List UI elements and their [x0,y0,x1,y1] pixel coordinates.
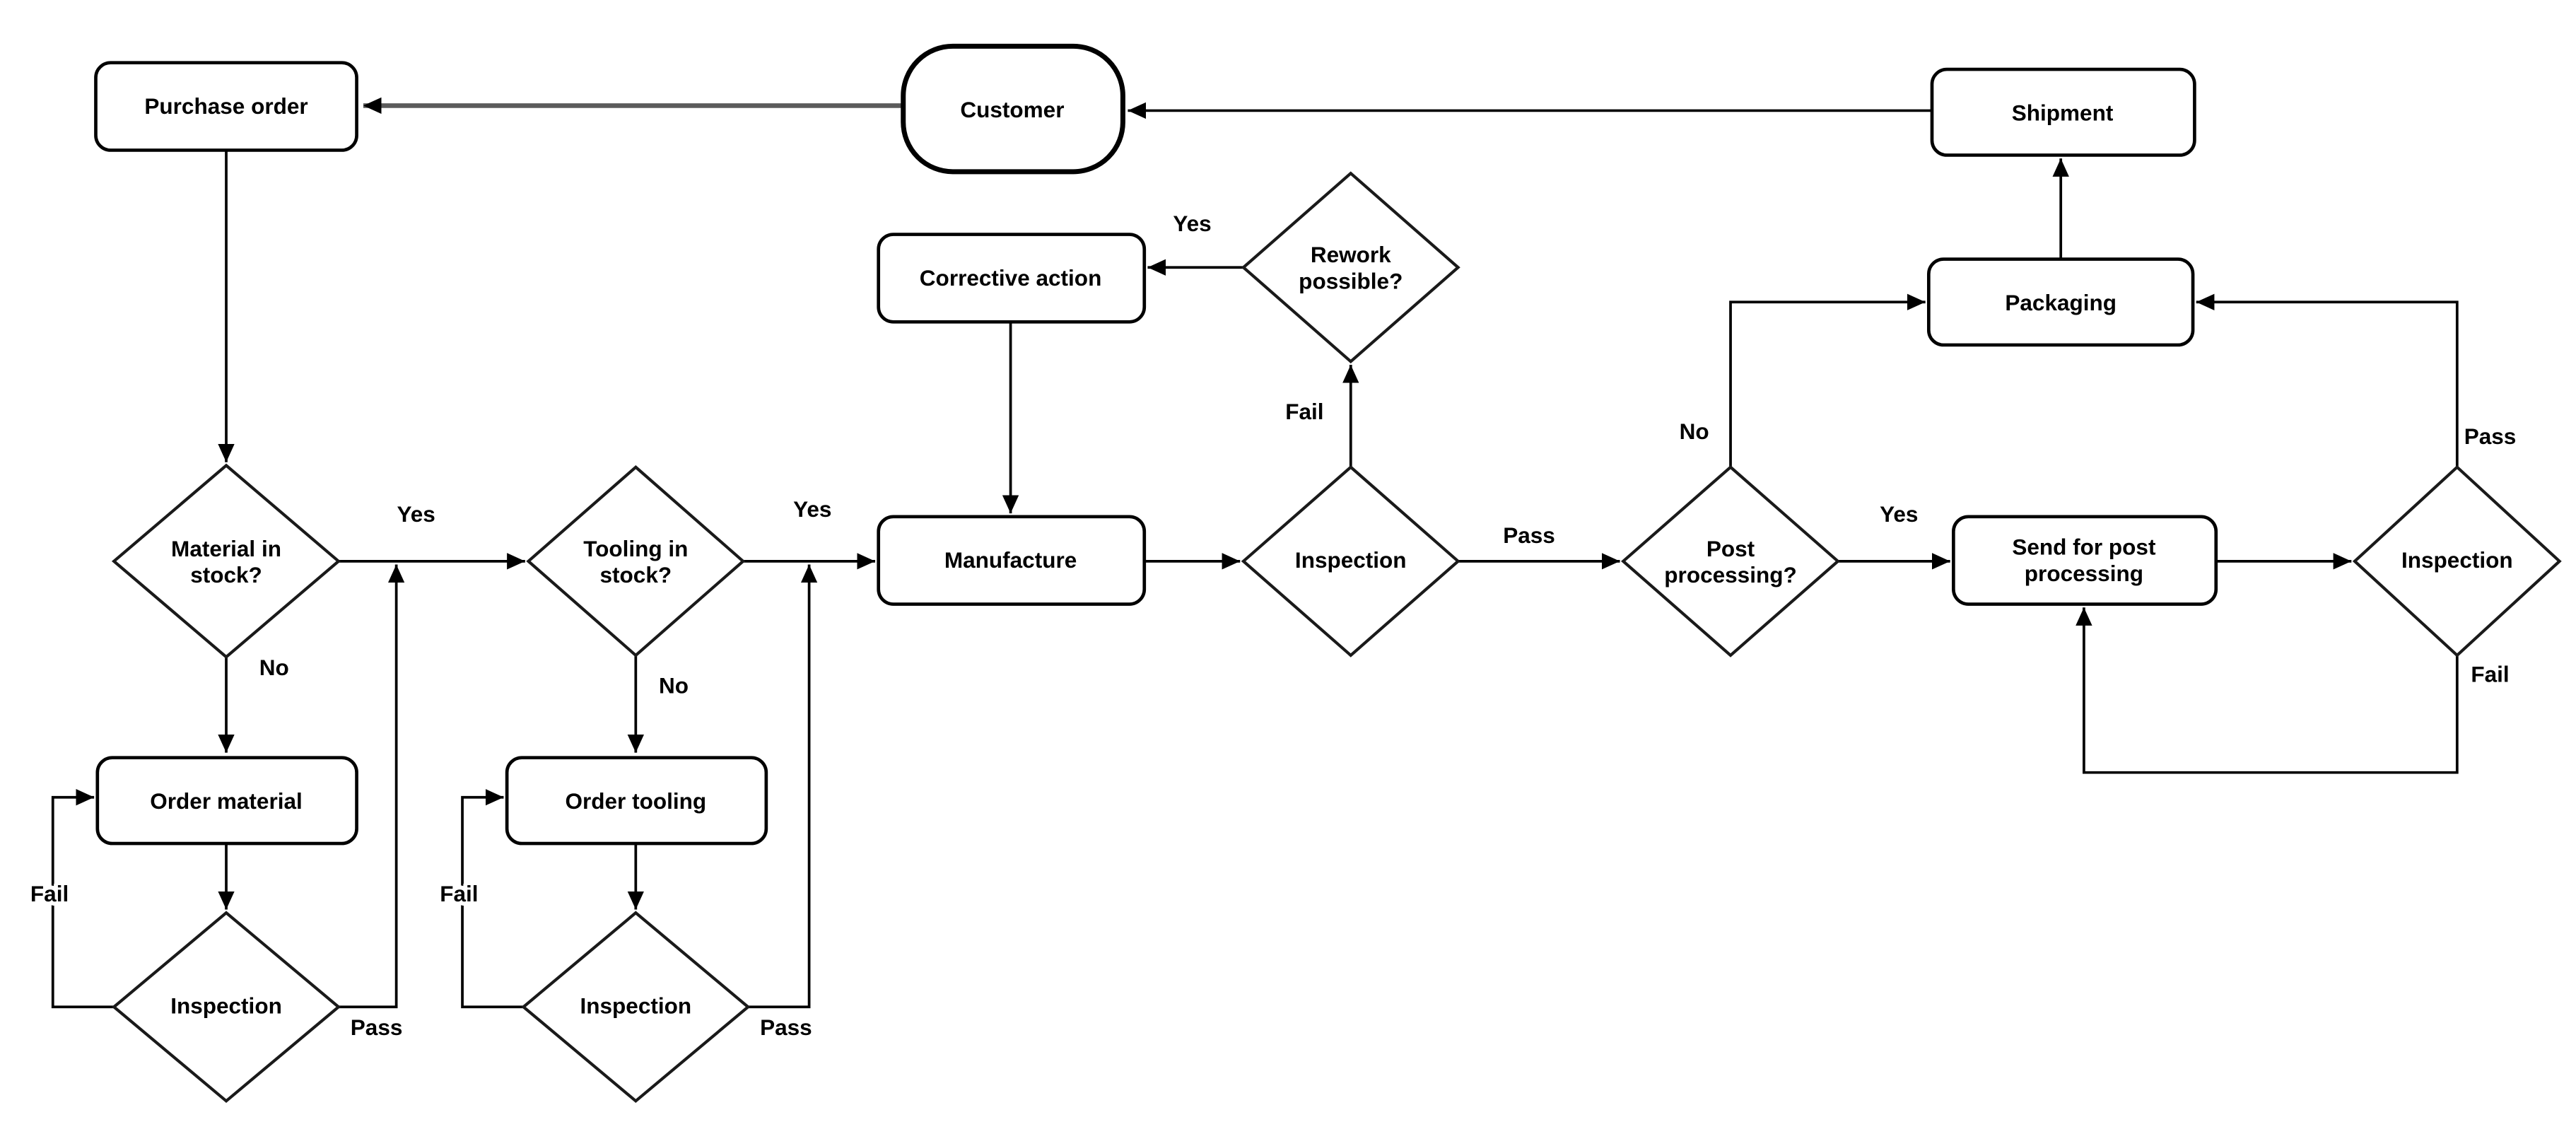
node-rework-possible: Rework possible? [1241,171,1460,364]
inspection-tooling-diamond [521,911,751,1104]
inspection-right-label: Inspection [2401,547,2513,573]
node-inspection-right: Inspection [2352,464,2562,657]
node-tooling-in-stock: Tooling in stock? [526,464,746,657]
corrective-action-label: Corrective action [920,265,1102,291]
edge-inspection-tooling-fail-loop [461,789,524,1009]
edge-post-no-to-packaging [1729,293,1926,467]
nodes: Purchase order Customer Shipment Correct… [94,43,2562,1104]
inspection-material-label: Inspection [170,993,282,1019]
order-material-box [95,756,358,846]
send-for-post-processing-label-line1: Send for post [2012,534,2156,559]
edge-label-inspection-pass: Pass [1503,522,1555,548]
inspection-center-diamond [1241,464,1460,657]
node-corrective-action: Corrective action [877,233,1147,324]
customer-terminator [901,43,1125,175]
order-tooling-box [505,756,768,846]
edge-inspection-material-pass-merge [338,564,405,1009]
inspection-material-diamond [111,911,341,1104]
material-in-stock-label-line1: Material in [171,536,281,561]
edge-label-inspection-fail: Fail [1285,399,1323,424]
send-for-post-processing-box [1952,515,2218,606]
shipment-label: Shipment [2012,100,2114,125]
inspection-right-diamond [2352,464,2562,657]
node-manufacture: Manufacture [877,515,1147,606]
send-for-post-processing-label-line2: processing [2025,561,2143,586]
packaging-label: Packaging [2005,290,2117,315]
edge-label-final-pass: Pass [2464,423,2517,449]
edge-label-tooling-yes: Yes [793,496,831,522]
packaging-box [1926,257,2195,347]
material-in-stock-label-line2: stock? [190,562,262,588]
node-purchase-order: Purchase order [94,61,358,152]
edge-label-material-no: No [259,655,289,680]
corrective-action-box [877,233,1147,324]
node-send-for-post-processing: Send for post processing [1952,515,2218,606]
node-customer: Customer [901,43,1125,175]
node-order-material: Order material [95,756,358,846]
edge-label-post-yes: Yes [1880,501,1918,527]
edge-label-material-pass: Pass [351,1015,403,1040]
edge-label-rework-yes: Yes [1173,211,1211,236]
edges [51,97,2459,1009]
node-packaging: Packaging [1926,257,2195,347]
edge-inspection-material-fail-loop [51,789,115,1009]
node-shipment: Shipment [1930,67,2196,157]
node-inspection-tooling: Inspection [521,911,751,1104]
node-inspection-material: Inspection [111,911,341,1104]
edge-label-tooling-pass: Pass [760,1015,812,1040]
customer-label: Customer [960,97,1064,122]
order-tooling-label: Order tooling [565,788,706,814]
node-material-in-stock: Material in stock? [111,463,341,660]
material-in-stock-diamond [111,463,341,660]
edge-label-material-fail: Fail [30,881,69,906]
shipment-box [1930,67,2196,157]
post-processing-diamond [1620,464,1841,657]
tooling-in-stock-label-line2: stock? [600,562,672,588]
edge-inspection-right-fail-loop [2076,607,2459,774]
inspection-center-label: Inspection [1295,547,1407,573]
order-material-label: Order material [150,788,303,814]
edge-inspection-right-pass-to-packaging [2196,293,2459,467]
edge-label-tooling-fail: Fail [440,881,478,906]
purchase-order-label: Purchase order [144,93,308,119]
node-inspection-center: Inspection [1241,464,1460,657]
inspection-tooling-label: Inspection [580,993,692,1019]
post-processing-label-line1: Post [1706,536,1755,561]
post-processing-label-line2: processing? [1664,562,1796,588]
manufacture-label: Manufacture [944,547,1077,573]
edge-label-post-no: No [1680,419,1709,444]
rework-possible-label-line2: possible? [1299,269,1403,294]
edge-label-tooling-no: No [659,673,689,698]
rework-possible-label-line1: Rework [1311,242,1391,267]
edge-inspection-tooling-pass-merge [748,564,818,1009]
rework-possible-diamond [1241,171,1460,364]
tooling-in-stock-label-line1: Tooling in [583,536,688,561]
tooling-in-stock-diamond [526,464,746,657]
node-post-processing: Post processing? [1620,464,1841,657]
purchase-order-box [94,61,358,152]
edge-labels: Yes No Fail Pass Yes No Fail Pass Yes Fa… [26,206,2520,1044]
edge-label-material-yes: Yes [397,501,435,527]
edge-label-final-fail: Fail [2471,661,2509,686]
manufacture-box [877,515,1147,606]
node-order-tooling: Order tooling [505,756,768,846]
